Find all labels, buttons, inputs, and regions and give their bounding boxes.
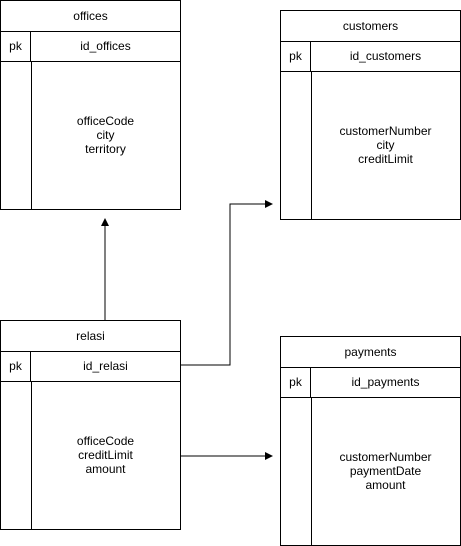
attribute: creditLimit [78, 448, 133, 462]
payments-entity[interactable]: payments pk id_payments customerNumber p… [280, 336, 461, 546]
offices-entity[interactable]: offices pk id_offices officeCode city te… [0, 0, 181, 210]
relasi-to-customers-connector [180, 200, 273, 366]
entity-title: customers [281, 11, 460, 42]
primary-key-row: pk id_offices [1, 31, 180, 62]
attribute: city [376, 138, 395, 152]
attribute: customerNumber [339, 450, 432, 464]
primary-key-field: id_customers [349, 49, 422, 63]
attribute-list: officeCode city territory [31, 61, 180, 209]
primary-key-row: pk id_payments [281, 367, 460, 398]
attribute-list: customerNumber paymentDate amount [311, 397, 460, 545]
customers-entity[interactable]: customers pk id_customers customerNumber… [280, 10, 461, 220]
attribute: officeCode [76, 434, 135, 448]
pk-label: pk [281, 41, 311, 71]
attribute: city [96, 128, 115, 142]
row-gutter-divider [31, 381, 32, 529]
entity-title: payments [281, 337, 460, 368]
entity-title: offices [1, 1, 180, 32]
attribute: amount [85, 462, 126, 476]
row-gutter-divider [31, 61, 32, 209]
pk-label: pk [1, 31, 31, 61]
row-gutter-divider [311, 397, 312, 545]
primary-key-field: id_offices [80, 39, 131, 53]
attribute: paymentDate [349, 464, 422, 478]
pk-label: pk [281, 367, 311, 397]
attribute-list: officeCode creditLimit amount [31, 381, 180, 529]
attribute: creditLimit [358, 152, 413, 166]
attribute: customerNumber [339, 124, 432, 138]
primary-key-row: pk id_customers [281, 41, 460, 72]
relasi-entity[interactable]: relasi pk id_relasi officeCode creditLim… [0, 320, 181, 530]
attribute-list: customerNumber city creditLimit [311, 71, 460, 219]
pk-label: pk [1, 351, 31, 381]
attribute: officeCode [76, 114, 135, 128]
primary-key-field: id_payments [351, 375, 420, 389]
row-gutter-divider [311, 71, 312, 219]
attribute: amount [365, 478, 406, 492]
attribute: territory [85, 142, 126, 156]
primary-key-field: id_relasi [83, 359, 128, 373]
primary-key-row: pk id_relasi [1, 351, 180, 382]
entity-title: relasi [1, 321, 180, 352]
